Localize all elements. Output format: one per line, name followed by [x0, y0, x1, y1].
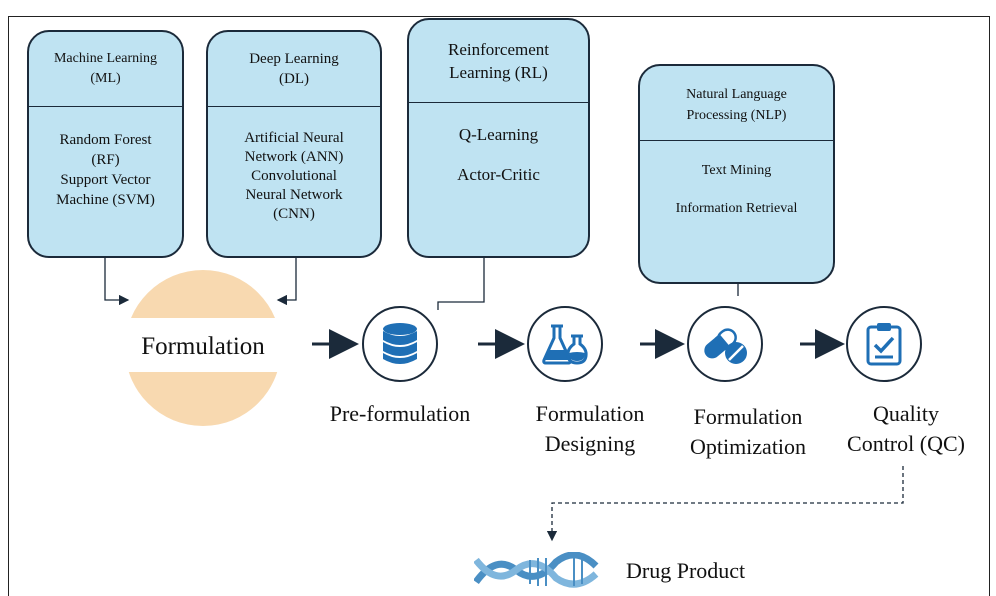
step-label-line: Quality: [873, 401, 939, 426]
ml-box-items: Random Forest (RF) Support Vector Machin…: [29, 108, 182, 256]
nlp-title-line: Natural Language: [686, 87, 787, 102]
rl-item: Q-Learning: [458, 125, 539, 144]
step-label-line: Formulation: [535, 401, 645, 426]
nlp-item: Information Retrieval: [675, 200, 798, 216]
step-label-line: Formulation: [693, 404, 803, 429]
step-circle-preformulation: [362, 306, 438, 382]
ml-item: (RF): [91, 152, 120, 168]
dna-icon: [474, 552, 599, 588]
dl-title-line: (DL): [279, 71, 309, 87]
dl-title-line: Deep Learning: [249, 51, 339, 67]
dl-item: Convolutional: [251, 167, 337, 184]
ml-connector: [104, 258, 130, 306]
nlp-box-header: Natural Language Processing (NLP): [640, 66, 833, 141]
pills-icon: [704, 328, 747, 364]
formulation-label: Formulation: [141, 333, 265, 360]
ml-box-header: Machine Learning (ML): [29, 32, 182, 107]
diagram-frame: [8, 16, 990, 596]
step-label-line: Designing: [544, 431, 636, 456]
rl-title-line: Reinforcement: [447, 40, 549, 59]
rl-box-header: Reinforcement Learning (RL): [409, 20, 588, 103]
step-label-line: Pre-formulation: [329, 401, 471, 426]
step-label-qc: Quality Control (QC): [836, 399, 976, 459]
step-label-line: Control (QC): [847, 431, 965, 456]
nlp-title-line: Processing (NLP): [686, 108, 787, 123]
step-label-line: Optimization: [689, 434, 807, 459]
dl-box: Deep Learning (DL) Artificial Neural Net…: [206, 30, 382, 258]
step-label-optimization: Formulation Optimization: [668, 402, 828, 462]
dl-box-items: Artificial Neural Network (ANN) Convolut…: [208, 108, 380, 256]
ml-title-line: Machine Learning: [53, 51, 157, 66]
ml-title-line: (ML): [90, 71, 121, 86]
ml-box: Machine Learning (ML) Random Forest (RF)…: [27, 30, 184, 258]
step-circle-optimization: [687, 306, 763, 382]
rl-box: Reinforcement Learning (RL) Q-Learning A…: [407, 18, 590, 258]
rl-connector: [437, 258, 485, 310]
dl-item: Neural Network: [245, 186, 343, 203]
rl-item: Actor-Critic: [457, 165, 540, 184]
dl-item: Artificial Neural: [244, 129, 344, 146]
ml-item: Random Forest: [59, 132, 152, 148]
dl-box-header: Deep Learning (DL): [208, 32, 380, 107]
drug-product-label: Drug Product: [626, 558, 746, 583]
rl-box-items: Q-Learning Actor-Critic: [409, 104, 588, 256]
clipboard-check-icon: [866, 323, 902, 366]
nlp-item: Text Mining: [701, 162, 772, 178]
nlp-box: Natural Language Processing (NLP) Text M…: [638, 64, 835, 284]
dl-connector: [276, 258, 297, 306]
ml-item: Machine (SVM): [56, 192, 155, 208]
step-label-designing: Formulation Designing: [505, 399, 675, 459]
rl-title-line: Learning (RL): [449, 63, 548, 82]
database-icon: [383, 323, 417, 364]
lab-flasks-icon: [542, 324, 588, 365]
step-label-preformulation: Pre-formulation: [310, 399, 490, 429]
nlp-box-items: Text Mining Information Retrieval: [640, 143, 833, 282]
step-circle-designing: [527, 306, 603, 382]
dl-item: (CNN): [273, 205, 315, 222]
qc-to-product-connector: [546, 466, 904, 542]
ml-item: Support Vector: [60, 172, 151, 188]
step-circle-qc: [846, 306, 922, 382]
dl-item: Network (ANN): [244, 148, 344, 165]
